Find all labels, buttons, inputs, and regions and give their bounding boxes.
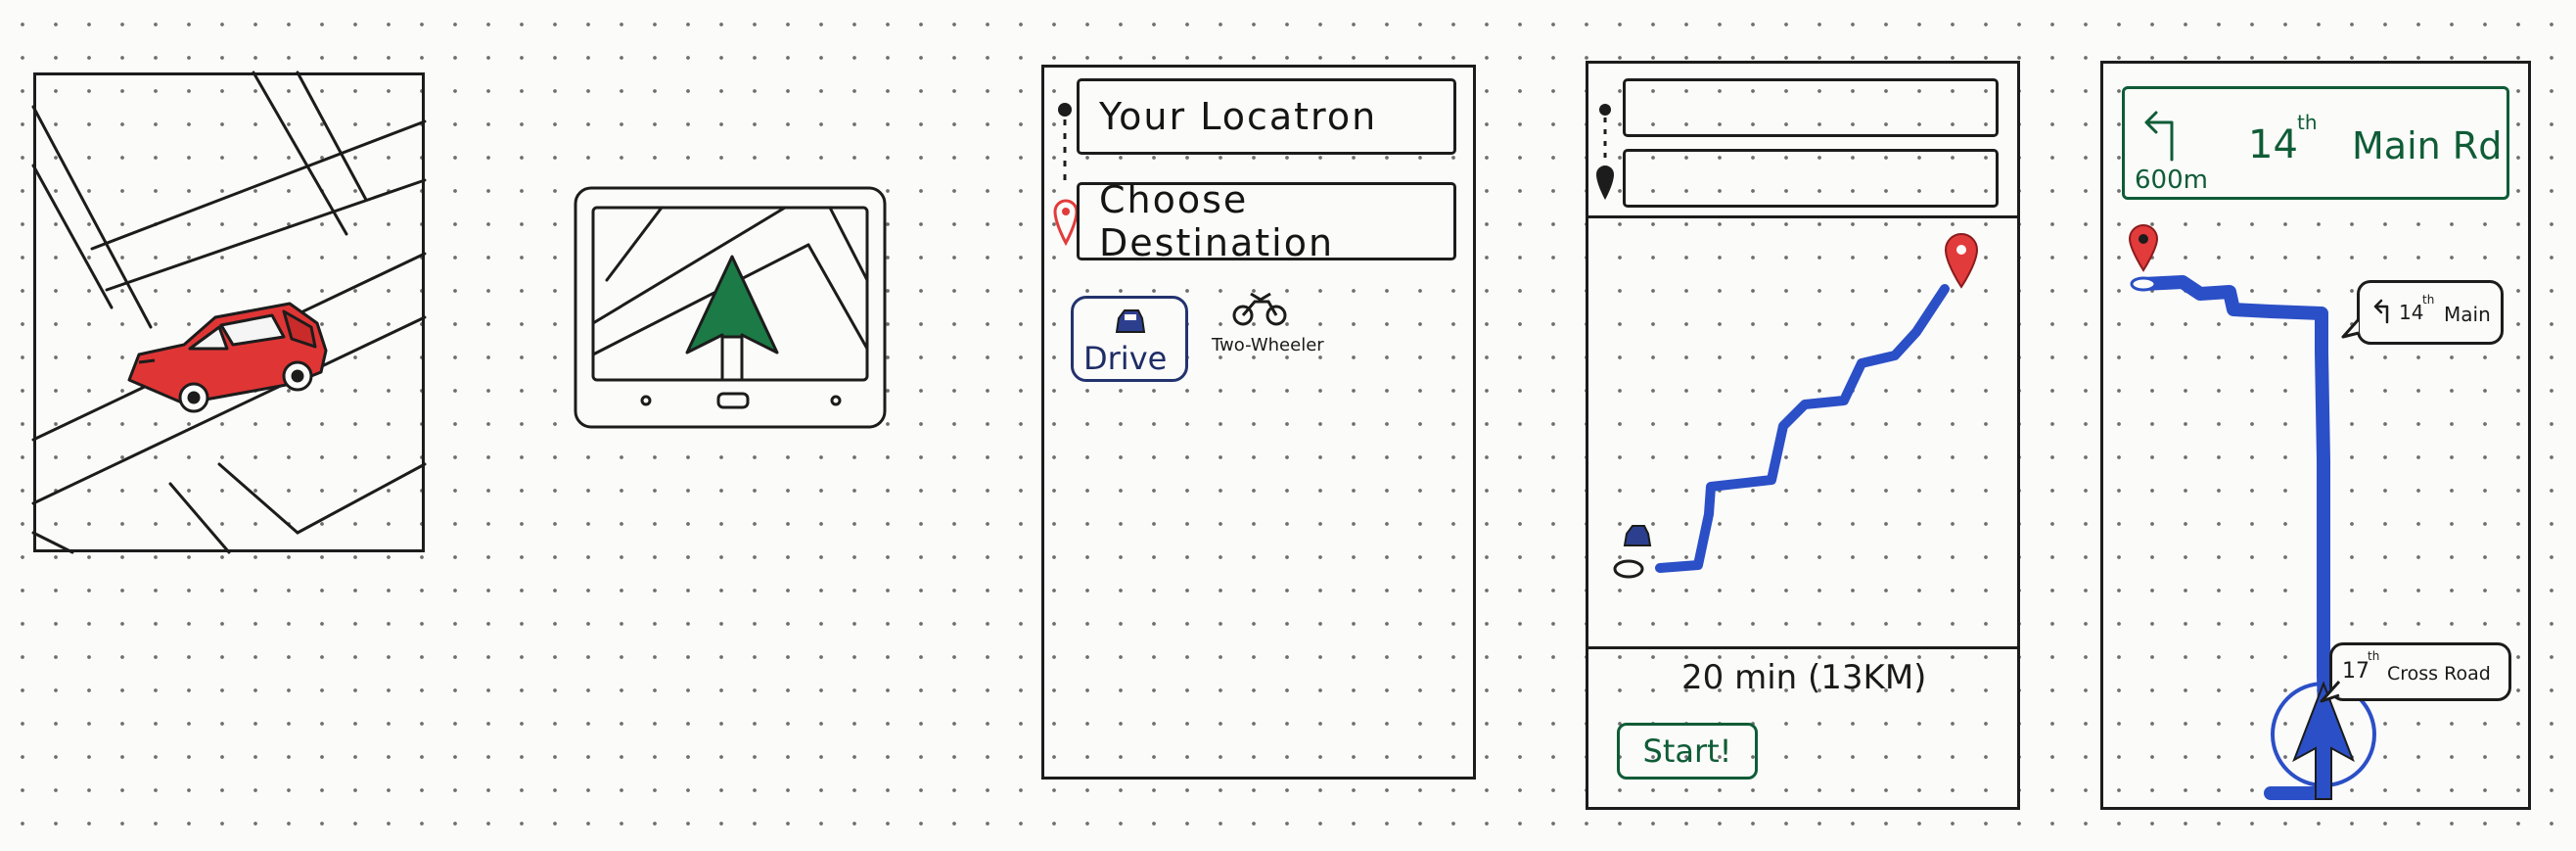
turn-street-name: Main Rd: [2352, 124, 2503, 167]
turn-instruction-banner: 600m 14 th Main Rd: [2122, 86, 2509, 200]
route-origin-field[interactable]: [1623, 78, 1999, 137]
destination-pin-icon: [1053, 199, 1079, 247]
route-header-divider: [1587, 215, 2018, 218]
two-wheeler-mode-label: Two-Wheeler: [1212, 335, 1324, 355]
callout-bottom-number: 17: [2342, 659, 2369, 684]
location-dot-icon: [1058, 103, 1072, 186]
turn-street-suffix: th: [2297, 111, 2318, 134]
callout-17th-cross-road: 17 th Cross Road: [2329, 642, 2511, 701]
turn-left-arrow-icon: [2144, 111, 2174, 162]
car-mode-icon: [1115, 309, 1146, 333]
destination-pin-icon: [2128, 224, 2159, 292]
destination-screen: [1041, 65, 1476, 780]
car-mode-icon: [1613, 525, 1652, 579]
map-roads-illustration: [31, 71, 427, 554]
turn-by-turn-screen: [2100, 61, 2531, 810]
choose-destination-input[interactable]: Choose Destination: [1077, 178, 1456, 264]
current-position-marker: [2271, 681, 2376, 800]
navigation-arrow-icon: [685, 255, 779, 382]
car-icon: [127, 302, 328, 413]
callout-top-name: Main: [2444, 303, 2491, 326]
route-map: [1613, 233, 1979, 579]
your-location-text: Your Locatron: [1099, 95, 1378, 138]
route-field-markers: [1596, 104, 1614, 200]
start-button[interactable]: Start!: [1617, 723, 1758, 780]
destination-pin-icon: [1944, 233, 1979, 289]
start-button-label: Start!: [1642, 733, 1732, 770]
drive-mode-label: Drive: [1083, 340, 1168, 377]
callout-top-suffix: th: [2422, 293, 2435, 307]
turn-street-number: 14: [2248, 122, 2298, 167]
route-destination-field[interactable]: [1623, 149, 1999, 208]
route-preview-screen: [1586, 61, 2020, 810]
callout-top-number: 14: [2399, 301, 2424, 324]
navigation-route-map: [2128, 224, 2376, 800]
two-wheeler-mode-button[interactable]: Two-Wheeler: [1206, 284, 1353, 372]
callout-pointer: [2320, 680, 2341, 703]
route-eta-text: 20 min (13KM): [1681, 658, 1927, 697]
drive-mode-button[interactable]: Drive: [1071, 296, 1188, 382]
your-location-input[interactable]: Your Locatron: [1077, 78, 1456, 155]
callout-14th-main: 14 th Main: [2357, 280, 2504, 345]
route-footer-divider: [1587, 646, 2018, 649]
motorbike-icon: [1232, 292, 1287, 326]
callout-pointer: [2341, 318, 2361, 339]
callout-bottom-name: Cross Road: [2387, 663, 2491, 685]
turn-left-arrow-icon: [2373, 299, 2389, 324]
turn-distance: 600m: [2135, 165, 2208, 195]
choose-destination-text: Choose Destination: [1099, 178, 1335, 264]
callout-bottom-suffix: th: [2368, 649, 2380, 663]
